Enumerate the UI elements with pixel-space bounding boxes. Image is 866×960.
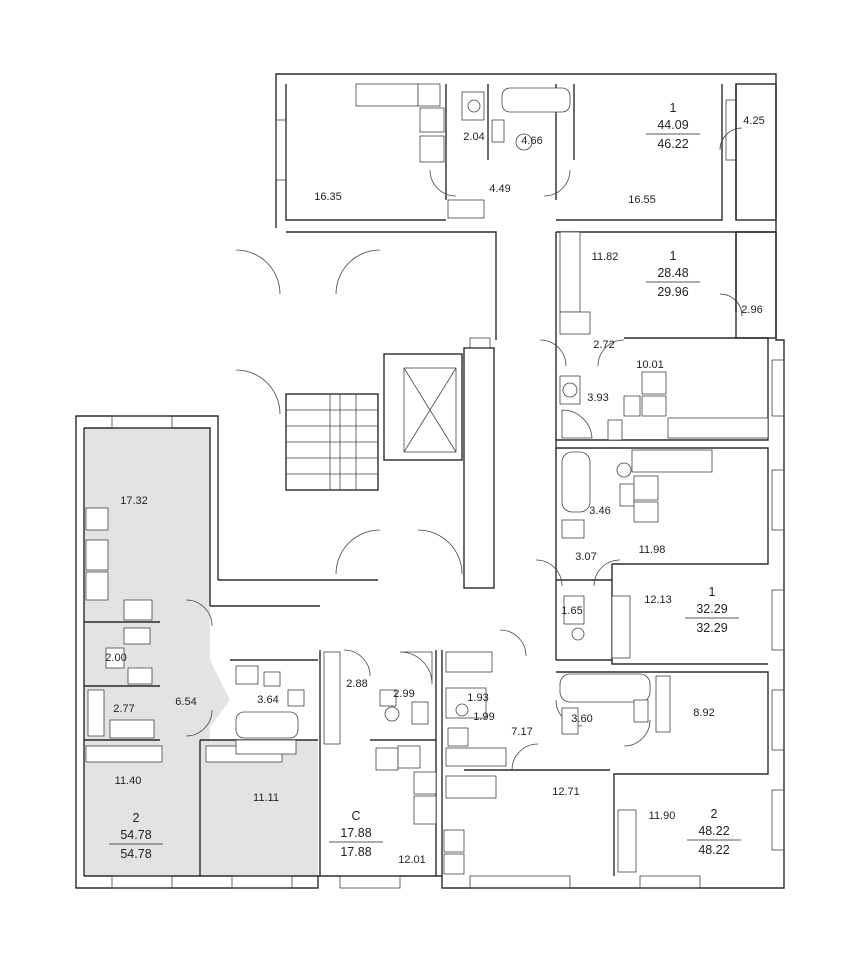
room-area: 4.66 xyxy=(521,135,542,147)
apartment-total-area: 54.78 xyxy=(120,847,151,861)
apartment-rooms: 2 xyxy=(711,807,718,821)
apartment-rooms: 1 xyxy=(709,585,716,599)
room-area: 2.72 xyxy=(593,339,614,351)
apartment-labels: 1 44.09 46.22 1 28.48 29.96 1 32.29 32.2… xyxy=(109,101,741,861)
room-area: 2.99 xyxy=(393,688,414,700)
room-area: 3.07 xyxy=(575,551,596,563)
apartment-rooms: 2 xyxy=(133,811,140,825)
room-labels: 16.35 2.04 4.66 4.49 16.55 4.25 11.82 2.… xyxy=(105,115,764,866)
apartment-2-right: 2 48.22 48.22 xyxy=(687,807,741,857)
apartment-rooms: 1 xyxy=(670,249,677,263)
room-area: 8.92 xyxy=(693,707,714,719)
apartment-rooms: С xyxy=(351,809,360,823)
room-area: 11.98 xyxy=(639,544,666,556)
room-area: 4.25 xyxy=(743,115,764,127)
apartment-total-area: 48.22 xyxy=(698,843,729,857)
room-area: 2.88 xyxy=(346,678,367,690)
apartment-studio: С 17.88 17.88 xyxy=(329,809,383,859)
room-area: 6.54 xyxy=(175,696,196,708)
room-area: 16.35 xyxy=(314,191,342,203)
room-area: 11.11 xyxy=(253,792,279,804)
room-area: 7.17 xyxy=(511,726,532,738)
apartment-2-left: 2 54.78 54.78 xyxy=(109,811,163,861)
room-area: 3.60 xyxy=(571,713,592,725)
apartment-1-top: 1 44.09 46.22 xyxy=(646,101,700,151)
room-area: 16.55 xyxy=(628,194,656,206)
room-area: 11.90 xyxy=(649,810,676,822)
apartment-living-area: 48.22 xyxy=(698,824,729,838)
apartment-2-left-shading xyxy=(84,428,318,876)
room-area: 11.82 xyxy=(592,251,619,263)
room-area: 1.93 xyxy=(467,692,488,704)
apartment-living-area: 28.48 xyxy=(657,266,688,280)
room-area: 2.00 xyxy=(105,652,126,664)
room-area: 1.65 xyxy=(561,605,582,617)
room-area: 3.64 xyxy=(257,694,278,706)
apartment-total-area: 17.88 xyxy=(340,845,371,859)
bathroom-fixtures xyxy=(105,87,651,747)
apartment-total-area: 46.22 xyxy=(657,137,688,151)
apartment-living-area: 54.78 xyxy=(120,828,151,842)
apartment-1-low: 1 32.29 32.29 xyxy=(685,585,739,635)
room-area: 12.01 xyxy=(398,854,426,866)
kitchens xyxy=(85,83,769,875)
stair-core xyxy=(235,249,495,589)
room-area: 3.46 xyxy=(589,505,610,517)
room-area: 17.32 xyxy=(120,495,148,507)
windows xyxy=(111,99,785,889)
apartment-living-area: 17.88 xyxy=(340,826,371,840)
apartment-1-mid: 1 28.48 29.96 xyxy=(646,249,700,299)
balconies xyxy=(735,83,777,339)
apartment-rooms: 1 xyxy=(670,101,677,115)
room-area: 12.71 xyxy=(552,786,580,798)
room-area: 3.93 xyxy=(587,392,608,404)
room-area: 1.99 xyxy=(473,711,494,723)
room-area: 11.40 xyxy=(115,775,142,787)
apartment-total-area: 32.29 xyxy=(696,621,727,635)
room-area: 12.13 xyxy=(644,594,672,606)
apartment-living-area: 44.09 xyxy=(657,118,688,132)
room-area: 4.49 xyxy=(489,183,510,195)
room-area: 2.96 xyxy=(741,304,762,316)
room-area: 2.04 xyxy=(463,131,484,143)
apartment-total-area: 29.96 xyxy=(657,285,688,299)
room-area: 10.01 xyxy=(636,359,664,371)
wardrobes xyxy=(85,199,671,873)
room-area: 2.77 xyxy=(113,703,134,715)
apartment-living-area: 32.29 xyxy=(696,602,727,616)
